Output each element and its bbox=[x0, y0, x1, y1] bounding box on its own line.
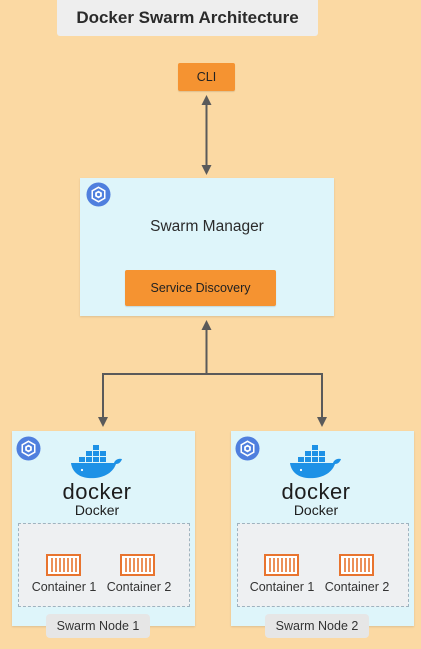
container-icon bbox=[264, 554, 299, 576]
diagram-title: Docker Swarm Architecture bbox=[57, 0, 318, 36]
container-2-label: Container 2 bbox=[106, 580, 172, 594]
service-discovery-box: Service Discovery bbox=[125, 270, 276, 306]
docker-whale-icon bbox=[287, 441, 345, 481]
docker-caption: Docker bbox=[74, 502, 120, 518]
container-icon bbox=[339, 554, 374, 576]
gcp-hexagon-icon bbox=[86, 182, 111, 207]
container-2-label: Container 2 bbox=[324, 580, 390, 594]
docker-logo-text: docker bbox=[62, 479, 132, 504]
swarm-node-2-label: Swarm Node 2 bbox=[265, 614, 369, 638]
cli-box: CLI bbox=[178, 63, 235, 91]
docker-logo-text: docker bbox=[281, 479, 351, 504]
containers-area bbox=[18, 523, 190, 607]
docker-caption: Docker bbox=[293, 502, 339, 518]
swarm-node-1-label: Swarm Node 1 bbox=[46, 614, 150, 638]
container-icon bbox=[46, 554, 81, 576]
gcp-hexagon-icon bbox=[16, 436, 41, 461]
docker-whale-icon bbox=[68, 441, 126, 481]
container-icon bbox=[120, 554, 155, 576]
swarm-manager-label: Swarm Manager bbox=[150, 218, 264, 235]
container-1-label: Container 1 bbox=[31, 580, 97, 594]
container-1-label: Container 1 bbox=[249, 580, 315, 594]
containers-area bbox=[237, 523, 409, 607]
gcp-hexagon-icon bbox=[235, 436, 260, 461]
